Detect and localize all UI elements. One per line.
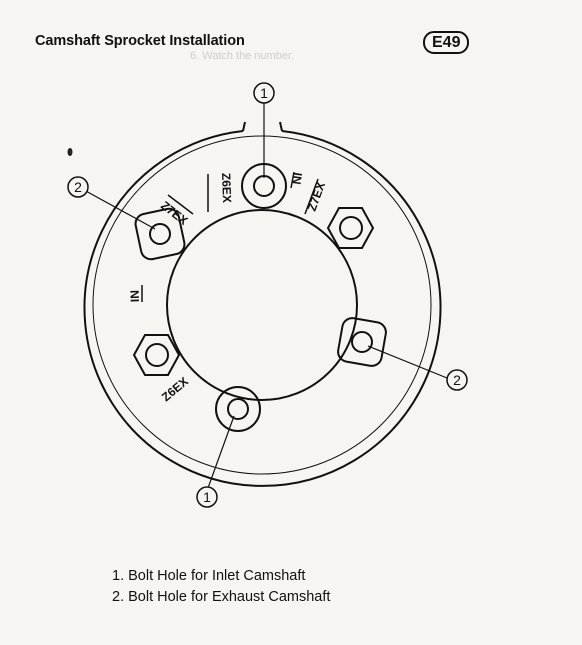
exhaust-bolt-hole-left	[134, 207, 186, 261]
hole-label-in-left: IN	[128, 290, 142, 302]
callout-right: 2	[367, 345, 468, 391]
figure-reference-badge: E49	[423, 31, 470, 54]
sprocket-body	[83, 121, 442, 487]
hex-bolt-boss-right	[326, 207, 375, 249]
sprocket-bore	[166, 209, 358, 401]
legend-item-2-number: 2.	[112, 589, 125, 605]
callout-left: 2	[67, 176, 156, 230]
callout-right-number: 2	[453, 372, 461, 388]
sprocket-inner-ring	[92, 135, 432, 475]
hole-label-z7ex-right-bar	[304, 178, 319, 215]
ink-speck	[67, 148, 73, 156]
timing-notch	[242, 121, 283, 132]
bleed-through-text: 6. Watch the number.	[190, 50, 295, 62]
hex-bolt-boss-left	[132, 334, 181, 376]
hole-label-z6ex-top: Z6EX	[219, 173, 234, 203]
callout-left-number: 2	[74, 179, 82, 195]
callout-bottom: 1	[196, 415, 235, 508]
legend-item-1-number: 1.	[112, 568, 125, 584]
callout-top-number: 1	[260, 85, 268, 101]
exhaust-bolt-hole-right	[337, 317, 387, 367]
page-title: Camshaft Sprocket Installation	[35, 33, 245, 49]
inlet-bolt-hole-bottom	[215, 386, 261, 432]
legend-item-1: 1. Bolt Hole for Inlet Camshaft	[112, 566, 330, 587]
hole-label-z6ex-bottom: Z6EX	[159, 374, 191, 404]
hole-label-z7ex-left-bar	[167, 194, 194, 215]
legend-item-1-text: Bolt Hole for Inlet Camshaft	[128, 568, 306, 584]
callout-top: 1	[253, 82, 275, 178]
callout-bottom-number: 1	[203, 489, 211, 505]
legend: 1. Bolt Hole for Inlet Camshaft 2. Bolt …	[112, 566, 330, 608]
hole-label-in-top-bar	[290, 171, 295, 189]
sprocket-outer-edge	[83, 130, 442, 487]
legend-item-2: 2. Bolt Hole for Exhaust Camshaft	[112, 587, 330, 608]
legend-item-2-text: Bolt Hole for Exhaust Camshaft	[128, 589, 331, 605]
